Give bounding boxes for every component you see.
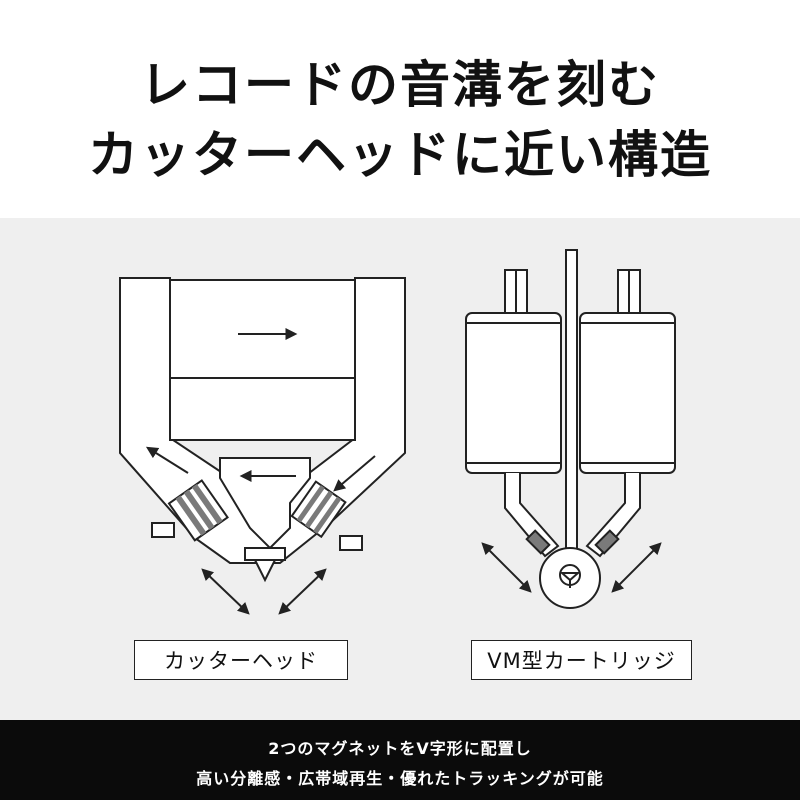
cutter-head-diagram [119, 277, 406, 615]
right-pole-piece [585, 473, 641, 558]
right-motion-arrow [611, 542, 662, 593]
left-pole-piece [504, 473, 560, 558]
diagram-illustration [119, 249, 676, 615]
footer-line-2: 高い分離感・広帯域再生・優れたトラッキングが可能 [196, 769, 604, 788]
cutter-head-center-block [169, 279, 356, 441]
right-motion-arrow [278, 568, 327, 615]
left-motion-arrow [481, 542, 532, 593]
footer-line-1: 2つのマグネットをV字形に配置し [268, 739, 532, 758]
vm-cartridge-label: VM型カートリッジ [471, 640, 692, 680]
left-motion-arrow [201, 568, 250, 615]
right-magnet [579, 312, 676, 474]
footer-banner: 2つのマグネットをV字形に配置し 高い分離感・広帯域再生・優れたトラッキングが可… [0, 720, 800, 800]
cutter-stylus [253, 559, 277, 583]
header: レコードの音溝を刻む カッターヘッドに近い構造 [0, 0, 800, 218]
right-coil [290, 480, 347, 539]
left-coil [167, 479, 229, 542]
vm-cartridge-diagram [465, 249, 676, 609]
headline-line-1: レコードの音溝を刻む [140, 56, 660, 114]
diagram-panel: カッターヘッド VM型カートリッジ [0, 218, 800, 720]
cutter-head-label: カッターヘッド [134, 640, 348, 680]
center-shield [565, 249, 578, 551]
headline-line-2: カッターヘッドに近い構造 [88, 126, 712, 184]
left-magnet [465, 312, 562, 474]
